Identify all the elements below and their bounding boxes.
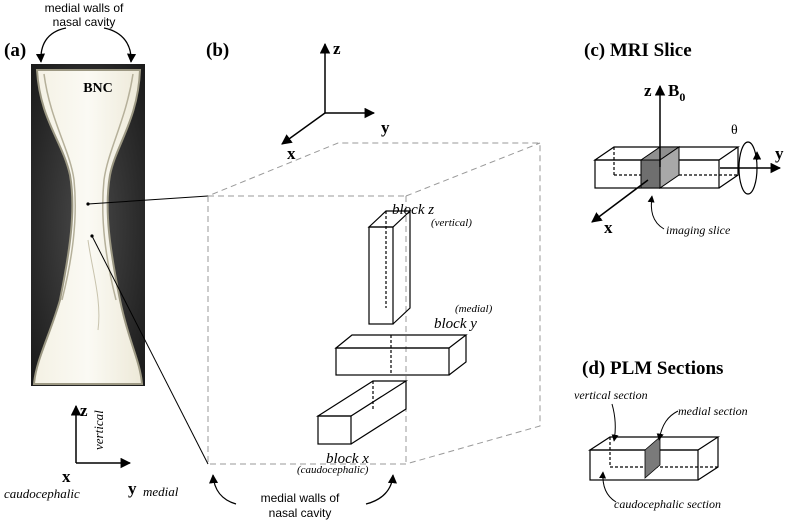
caudocephalic-section-label: caudocephalic section: [614, 497, 721, 511]
vertical-label: vertical: [91, 410, 106, 450]
axis-z-b: z: [333, 39, 341, 58]
bottom-caption-line2: nasal cavity: [269, 506, 332, 520]
photo-label-bnc: BNC: [83, 81, 113, 96]
axis-x-b: x: [287, 144, 296, 163]
axis-y-a: y: [128, 479, 137, 498]
panel-b: (b) z y x block z (vertical): [206, 39, 541, 520]
axis-y-b: y: [381, 118, 390, 137]
medial-label: medial: [143, 484, 179, 499]
caudocephalic-label: caudocephalic: [4, 486, 80, 501]
b0-label: B0: [668, 81, 685, 104]
panel-a-label: (a): [4, 40, 26, 61]
block-y-label: block y: [434, 316, 477, 332]
rotation-ellipse: [738, 141, 758, 195]
axis-z-a: z: [80, 401, 88, 420]
plm-block: [587, 436, 721, 481]
block-z-label: block z: [392, 202, 434, 218]
axes-a: z x y vertical caudocephalic medial: [4, 401, 179, 501]
top-caption-line1: medial walls of: [45, 1, 124, 15]
panel-c: (c) MRI Slice z B0 θ y x imaging slice: [584, 40, 784, 237]
panel-c-title: (c) MRI Slice: [584, 40, 692, 61]
caption-arrow-left: [35, 27, 67, 63]
panel-b-label: (b): [206, 40, 229, 61]
bounding-cube: [207, 142, 541, 465]
axis-z-c: z: [644, 81, 652, 100]
block-x: [315, 380, 409, 445]
axis-y-c: y: [775, 144, 784, 163]
medial-section-label: medial section: [678, 404, 748, 418]
tissue-photo: BNC: [31, 64, 145, 386]
block-x-label: block x: [326, 451, 369, 467]
axis-x-a: x: [62, 467, 71, 486]
leader-line-upper: [87, 195, 209, 205]
top-caption-line2: nasal cavity: [53, 15, 116, 29]
caption-arrow-right: [103, 27, 137, 63]
bottom-arrow-left: [209, 474, 237, 505]
axes-b: z y x: [281, 39, 390, 163]
block-y-sub: (medial): [455, 303, 493, 315]
panel-d-title: (d) PLM Sections: [582, 358, 723, 379]
block-x-sub: (caudocephalic): [297, 464, 369, 476]
panel-a: (a) medial walls of nasal cavity BNC z x…: [4, 1, 209, 501]
slice-pointer: [647, 195, 665, 230]
panel-d: (d) PLM Sections vertical section medial…: [574, 358, 748, 511]
theta-label: θ: [731, 123, 738, 138]
leader-line-lower: [91, 235, 209, 465]
bottom-caption-line1: medial walls of: [261, 491, 340, 505]
axis-x-c: x: [604, 218, 613, 237]
block-y: [334, 334, 468, 376]
block-z: [367, 210, 412, 325]
block-z-sub: (vertical): [431, 217, 472, 229]
imaging-slice-label: imaging slice: [666, 223, 731, 237]
vertical-section-label: vertical section: [574, 388, 648, 402]
medial-section-plane: [644, 436, 661, 479]
bottom-arrow-right: [365, 474, 397, 505]
